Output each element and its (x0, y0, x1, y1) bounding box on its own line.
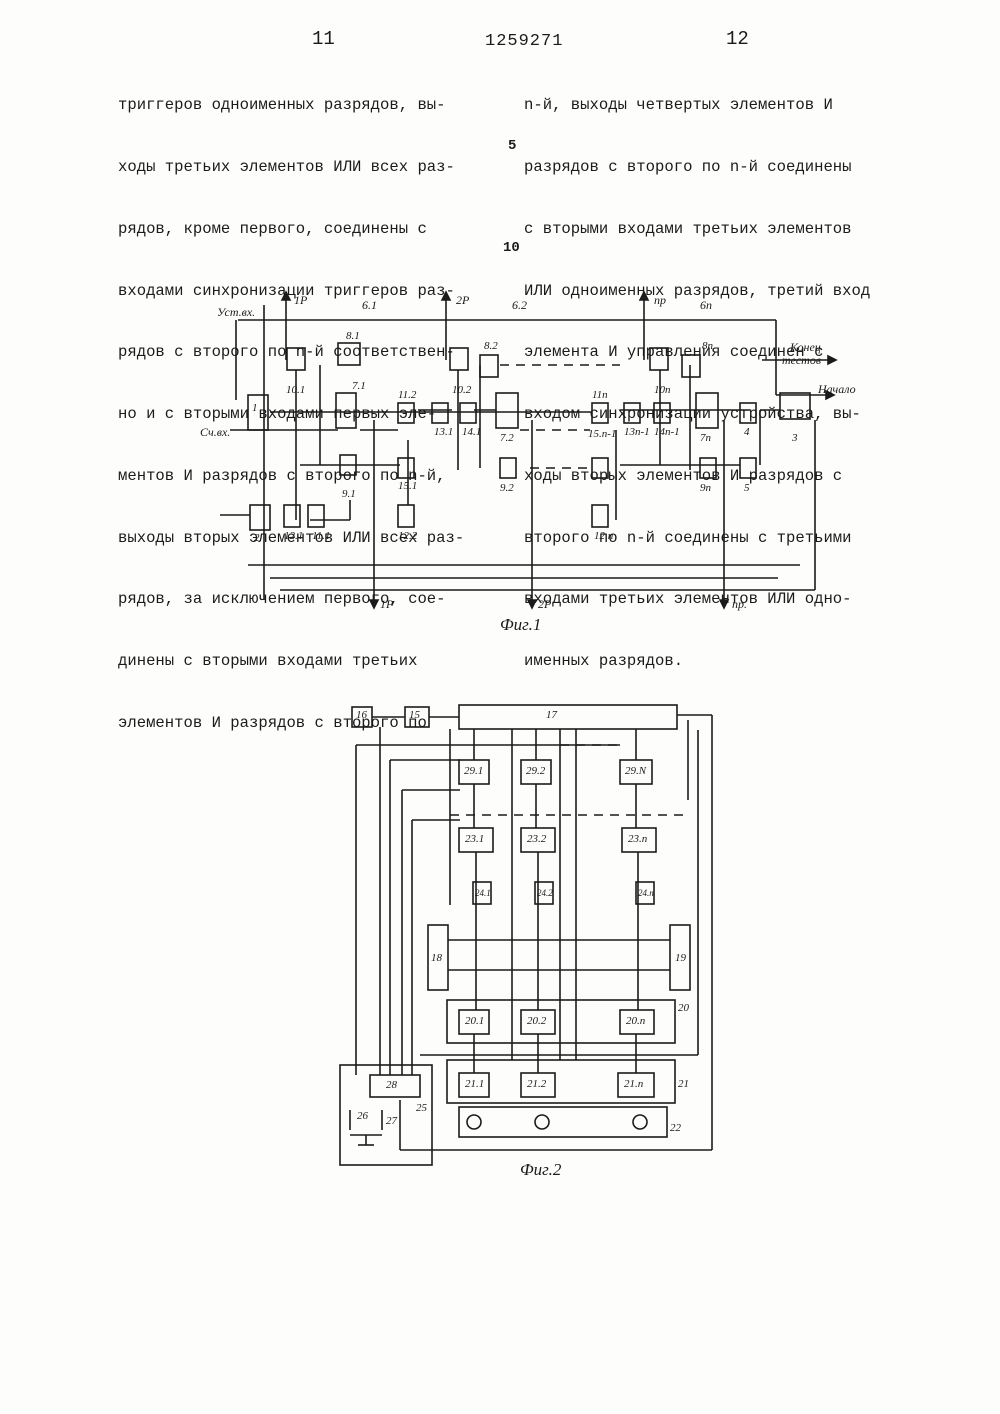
diagram-label: 24.1 (475, 888, 491, 898)
diagram-label: 28 (386, 1079, 397, 1091)
diagram-label: пр. (732, 597, 747, 612)
diagram-label: 27 (386, 1115, 397, 1127)
diagram-label: 10n (654, 384, 671, 396)
diagram-label: 24.2 (537, 888, 553, 898)
diagram-label: 23.n (628, 833, 647, 845)
diagram-label: 6n (700, 298, 712, 313)
diagram-label: 10.2 (452, 384, 471, 396)
diagram-label: 1Р (380, 597, 393, 612)
diagram-label: 21.2 (527, 1078, 546, 1090)
diagram-label: 21 (678, 1078, 689, 1090)
fig1-caption: Фиг.1 (500, 615, 541, 635)
diagram-label: 29.N (625, 765, 646, 777)
diagram-label: 2 (254, 532, 260, 544)
diagram-label: 26 (357, 1110, 368, 1122)
diagram-label: 5 (744, 482, 750, 494)
diagram-label: 20.n (626, 1015, 645, 1027)
diagram-label: 20 (678, 1002, 689, 1014)
diagram-label: 11.1 (312, 530, 330, 542)
diagram-label: тестов (782, 353, 821, 368)
diagram-label: 29.1 (464, 765, 483, 777)
diagram-label: 24.n (638, 888, 654, 898)
diagram-label: 18 (431, 952, 442, 964)
diagram-label: 13n-1 (624, 426, 650, 438)
diagram-label: 11.2 (398, 389, 416, 401)
diagram-label: 17 (546, 709, 557, 721)
diagram-label: 12.2 (398, 530, 417, 542)
diagram-label: 2Р (538, 597, 551, 612)
diagram-label: 1 (252, 402, 258, 414)
diagram-label: 12.1 (284, 530, 303, 542)
diagram-label: 7.1 (352, 380, 366, 392)
diagram-label: 19 (675, 952, 686, 964)
diagram-label: 2Р (456, 293, 469, 308)
diagram-label: Уст.вх. (217, 305, 255, 320)
diagram-label: 14n-1 (654, 426, 680, 438)
fig2-caption: Фиг.2 (520, 1160, 561, 1180)
diagram-label: 8.2 (484, 340, 498, 352)
diagram-label: 16 (356, 709, 367, 721)
diagram-label: 20.1 (465, 1015, 484, 1027)
diagram-label: 23.2 (527, 833, 546, 845)
diagram-label: 7n (700, 432, 711, 444)
diagram-label: 6.2 (512, 298, 527, 313)
diagram-label: 15 (409, 709, 420, 721)
diagram-label: 21.1 (465, 1078, 484, 1090)
diagram-label: 25 (416, 1102, 427, 1114)
diagram-label: 9.2 (500, 482, 514, 494)
diagram-label: 12.n (594, 530, 613, 542)
diagram-label: 4 (744, 426, 750, 438)
diagram-label: 3 (792, 432, 798, 444)
diagram-label: 6.1 (362, 298, 377, 313)
diagram-label: 11n (592, 389, 608, 401)
diagram-label: 1Р (294, 293, 307, 308)
diagram-label: Сч.вх. (200, 425, 230, 440)
diagram-label: 14.1 (462, 426, 481, 438)
diagram-label: 20.2 (527, 1015, 546, 1027)
diagram-label: 8n (702, 340, 713, 352)
diagram-label: 9n (700, 482, 711, 494)
diagram-label: 23.1 (465, 833, 484, 845)
diagram-label: 29.2 (526, 765, 545, 777)
diagram-label: 10.1 (286, 384, 305, 396)
diagram-label: 8.1 (346, 330, 360, 342)
diagram-label: 15.1 (398, 480, 417, 492)
diagram-label: 22 (670, 1122, 681, 1134)
diagram-label: Начало (818, 382, 856, 397)
diagram-label: 21.n (624, 1078, 643, 1090)
diagram-label: 13.1 (434, 426, 453, 438)
diagram-label: 15.n-1 (588, 428, 616, 440)
diagram-label: пр (654, 293, 666, 308)
diagram-label: 7.2 (500, 432, 514, 444)
diagram-label: 9.1 (342, 488, 356, 500)
